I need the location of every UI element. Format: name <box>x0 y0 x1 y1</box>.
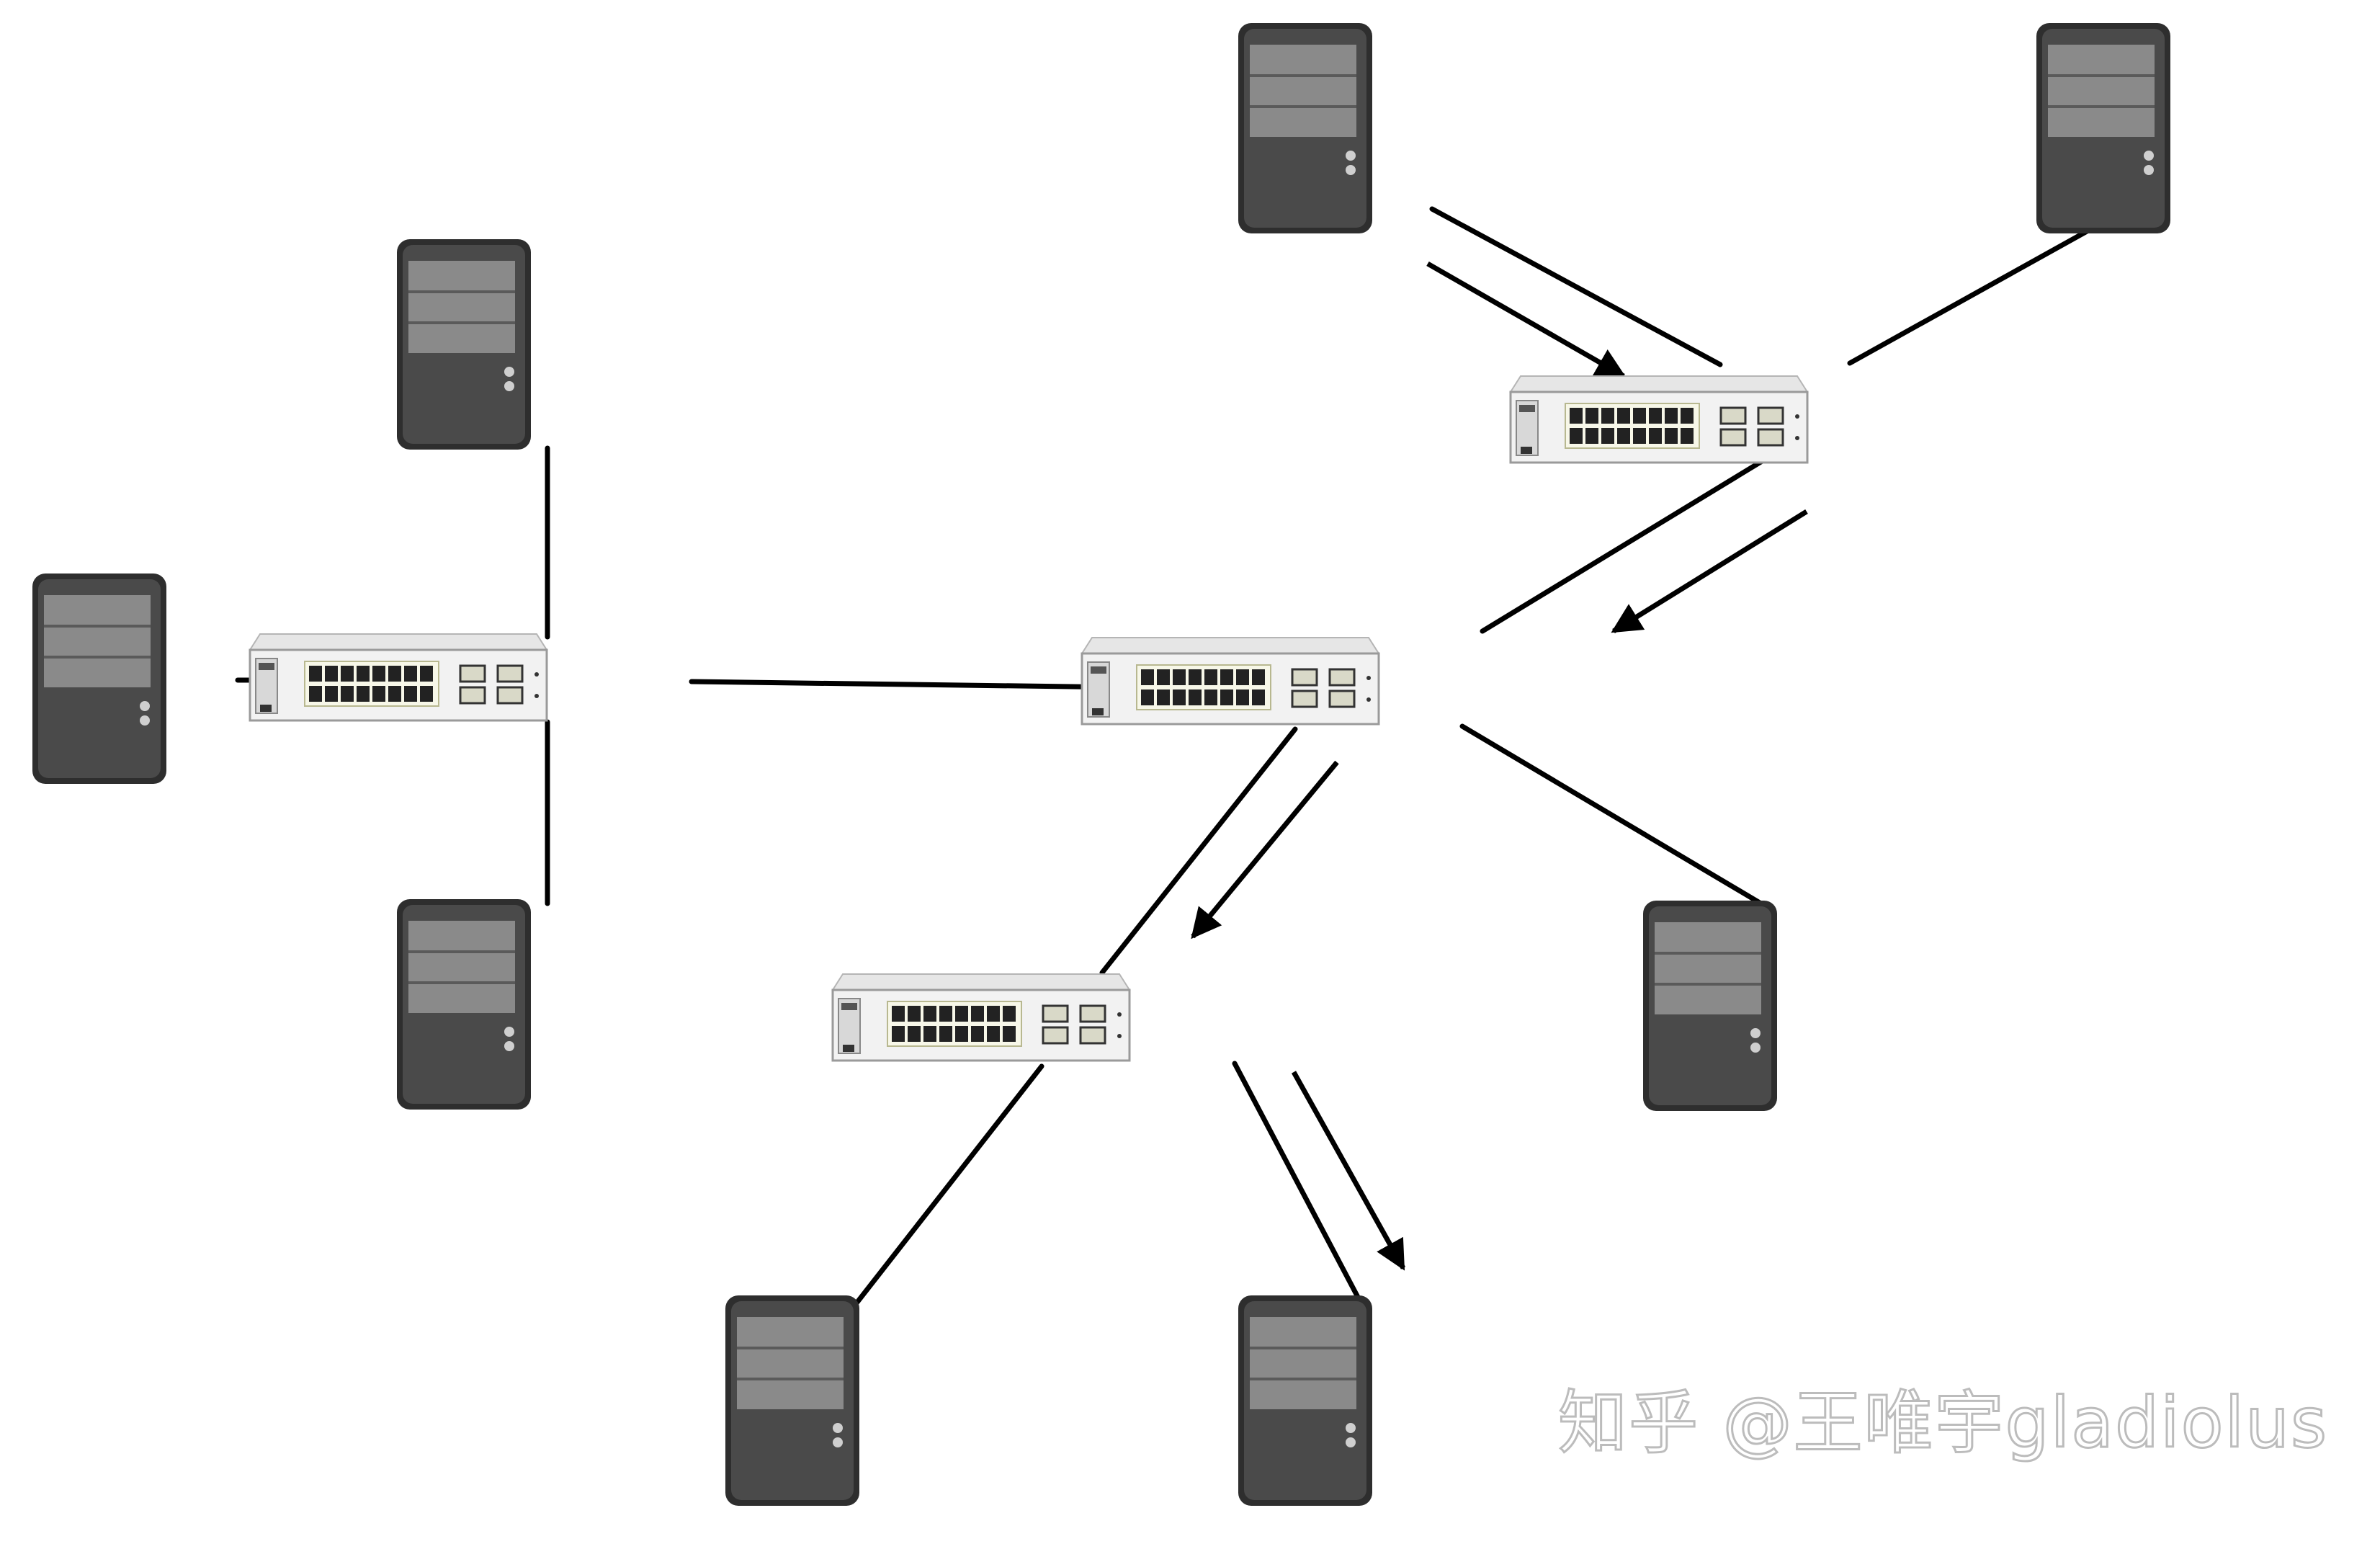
flow-arrows-layer <box>1191 261 1808 1271</box>
server-icon <box>1238 23 1372 233</box>
switch-icon <box>1081 637 1380 726</box>
link-switch-bottom-to-server-bottom-right <box>1232 1061 1363 1304</box>
server-icon <box>2036 23 2170 233</box>
server-icon <box>32 574 166 784</box>
link-server-top-a-to-switch-top-right <box>1429 206 1723 367</box>
switch-icon <box>1509 375 1809 464</box>
link-server-top-b-to-switch-top-right <box>1847 213 2117 366</box>
switch-icon <box>249 633 548 722</box>
server-icon <box>397 239 531 450</box>
links-layer <box>235 206 2117 1307</box>
server-icon <box>725 1295 859 1506</box>
switch-icon <box>831 973 1131 1062</box>
link-switch-bottom-to-server-bottom-left <box>853 1063 1044 1307</box>
server-icon <box>1643 901 1777 1111</box>
flow-arrow-switch-center-to-switch-bottom <box>1191 760 1339 940</box>
server-icon <box>1238 1295 1372 1506</box>
link-switch-center-to-server-center-right <box>1459 723 1766 908</box>
flow-arrow-server-top-a-to-switch-top-right <box>1426 261 1627 379</box>
server-icon <box>397 899 531 1110</box>
flow-arrow-switch-top-right-to-switch-center <box>1611 509 1808 633</box>
link-switch-center-to-switch-bottom <box>1099 726 1298 976</box>
nodes-layer <box>32 23 2170 1506</box>
link-switch-top-right-to-switch-center <box>1480 450 1779 634</box>
watermark: 知乎 @王唯宇gladiolus <box>1557 1382 2328 1465</box>
flow-arrow-switch-bottom-to-server-bottom-right <box>1291 1071 1406 1271</box>
